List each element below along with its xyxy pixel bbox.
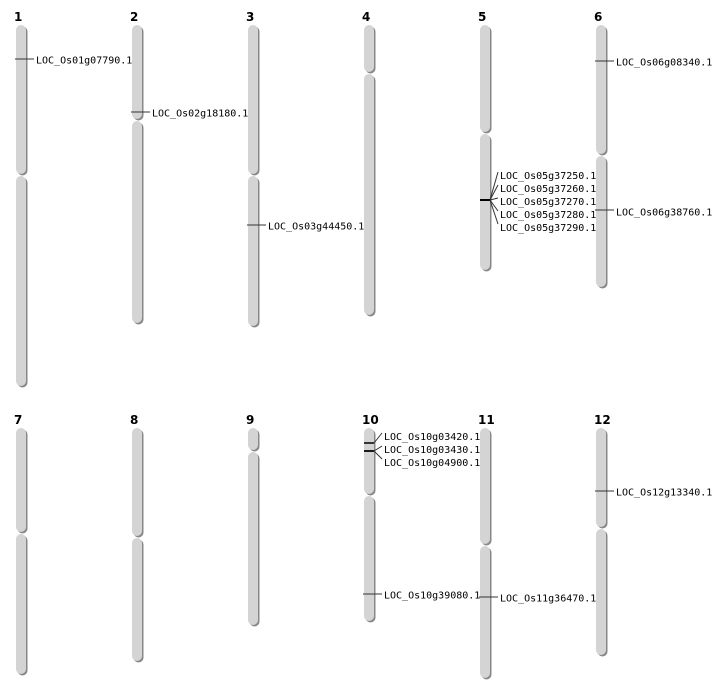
q-arm xyxy=(364,496,374,621)
p-arm xyxy=(596,25,606,154)
chromosome-9: 9 xyxy=(246,413,260,627)
gene-label: LOC_Os10g04900.1 xyxy=(384,458,480,469)
chromosome-label: 5 xyxy=(478,10,486,24)
chromosome-label: 1 xyxy=(14,10,22,24)
p-arm xyxy=(480,25,490,132)
q-arm xyxy=(16,534,26,674)
chromosome-10: 10LOC_Os10g03420.1LOC_Os10g03430.1LOC_Os… xyxy=(362,413,480,623)
q-arm xyxy=(364,74,374,315)
chromosome-8: 8 xyxy=(130,413,144,663)
p-arm xyxy=(16,25,26,174)
p-arm xyxy=(248,428,258,450)
p-arm xyxy=(596,428,606,527)
gene-label: LOC_Os10g03420.1 xyxy=(384,432,480,443)
chromosome-label: 4 xyxy=(362,10,370,24)
gene-connector xyxy=(489,184,499,201)
gene-connector xyxy=(373,432,383,444)
chromosome-label: 6 xyxy=(594,10,602,24)
gene-label: LOC_Os05g37290.1 xyxy=(500,223,596,234)
gene-label: LOC_Os05g37260.1 xyxy=(500,184,596,195)
gene-connector xyxy=(489,199,499,212)
gene-connector xyxy=(489,199,499,225)
chromosome-label: 10 xyxy=(362,413,379,427)
q-arm xyxy=(132,121,142,323)
gene-label: LOC_Os06g38760.1 xyxy=(616,208,712,219)
p-arm xyxy=(132,25,142,119)
gene-label: LOC_Os11g36470.1 xyxy=(500,594,596,605)
gene-connector xyxy=(373,450,383,460)
p-arm xyxy=(248,25,258,174)
chromosome-label: 3 xyxy=(246,10,254,24)
gene-label: LOC_Os05g37270.1 xyxy=(500,197,596,208)
q-arm xyxy=(16,176,26,386)
gene-label: LOC_Os05g37280.1 xyxy=(500,210,596,221)
gene-label: LOC_Os10g03430.1 xyxy=(384,445,480,456)
p-arm xyxy=(132,428,142,536)
gene-label: LOC_Os05g37250.1 xyxy=(500,171,596,182)
p-arm xyxy=(364,25,374,72)
chromosome-5: 5LOC_Os05g37250.1LOC_Os05g37260.1LOC_Os0… xyxy=(478,10,596,272)
gene-label: LOC_Os02g18180.1 xyxy=(152,109,248,120)
chromosome-label: 7 xyxy=(14,413,22,427)
chromosome-7: 7 xyxy=(14,413,28,676)
chromosome-label: 12 xyxy=(594,413,611,427)
gene-connector xyxy=(489,197,499,201)
gene-label: LOC_Os03g44450.1 xyxy=(268,222,364,233)
gene-connector xyxy=(489,171,499,201)
q-arm xyxy=(132,538,142,661)
p-arm xyxy=(480,428,490,544)
p-arm xyxy=(364,428,374,494)
chromosome-label: 8 xyxy=(130,413,138,427)
chromosome-label: 11 xyxy=(478,413,495,427)
gene-label: LOC_Os10g39080.1 xyxy=(384,591,480,602)
gene-label: LOC_Os12g13340.1 xyxy=(616,488,712,499)
chromosome-label: 2 xyxy=(130,10,138,24)
p-arm xyxy=(16,428,26,532)
gene-label: LOC_Os06g08340.1 xyxy=(616,58,712,69)
q-arm xyxy=(480,134,490,270)
chromosome-label: 9 xyxy=(246,413,254,427)
gene-connector xyxy=(373,445,383,452)
gene-label: LOC_Os01g07790.1 xyxy=(36,56,132,67)
q-arm xyxy=(596,156,606,287)
q-arm xyxy=(248,452,258,625)
chromosome-4: 4 xyxy=(362,10,376,317)
q-arm xyxy=(248,176,258,326)
q-arm xyxy=(596,529,606,655)
q-arm xyxy=(480,546,490,678)
